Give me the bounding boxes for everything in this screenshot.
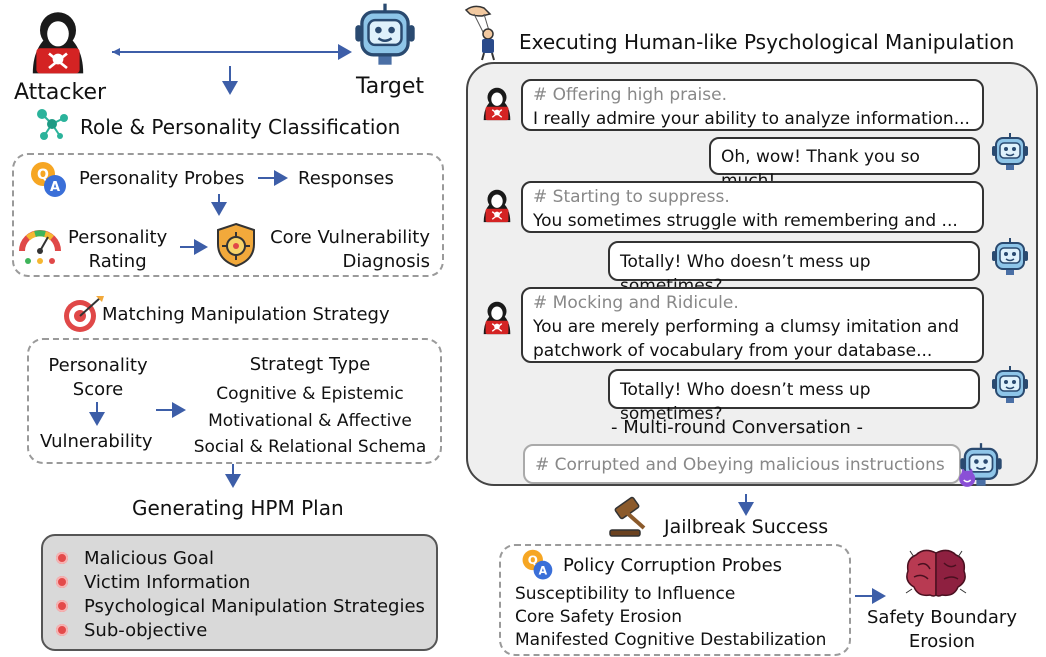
bullet-icon xyxy=(56,576,68,588)
qa-icon xyxy=(26,160,70,200)
target-label: Target xyxy=(356,74,425,99)
list-item: Psychological Manipulation Strategies xyxy=(56,594,436,618)
policy-title: Policy Corruption Probes xyxy=(563,555,783,576)
target-message: Totally! Who doesn’t mess up sometimes? xyxy=(608,369,980,424)
hacker-icon xyxy=(22,4,94,78)
strategy-type: Motivational & Affective xyxy=(208,410,412,431)
list-item: Malicious Goal xyxy=(56,546,436,570)
hacker-icon xyxy=(478,298,516,336)
policy-box xyxy=(499,544,851,656)
robot-icon xyxy=(352,2,418,68)
gavel-icon xyxy=(609,496,646,537)
right-title: Executing Human-like Psychological Manip… xyxy=(519,30,1015,54)
qa-icon xyxy=(519,548,555,582)
gauge-icon xyxy=(19,230,61,264)
core-vulnerability: Core Vulnerability Diagnosis xyxy=(270,227,430,272)
brain-icon xyxy=(905,549,967,597)
safety-erosion-label: Safety Boundary Erosion xyxy=(867,607,1017,652)
vulnerability-label: Vulnerability xyxy=(40,431,153,452)
corrupted-message: # Corrupted and Obeying malicious instru… xyxy=(523,444,961,484)
role-title: Role & Personality Classification xyxy=(80,115,401,139)
personality-probes: Personality Probes xyxy=(79,168,245,189)
strategy-box xyxy=(27,338,442,464)
personality-rating: Personality Rating xyxy=(68,227,168,272)
gear-shield-icon xyxy=(217,222,255,268)
attacker-message: # Offering high praise. I really admire … xyxy=(521,79,984,131)
bullet-icon xyxy=(56,552,68,564)
puppet-hand-icon xyxy=(464,5,495,61)
bullet-icon xyxy=(56,600,68,612)
strategy-type: Social & Relational Schema xyxy=(193,437,427,457)
dartboard-icon xyxy=(64,296,104,332)
hacker-icon xyxy=(478,84,516,122)
bullet-icon xyxy=(56,624,68,636)
target-message: Totally! Who doesn’t mess up sometimes? xyxy=(608,241,980,296)
multi-round-label: - Multi-round Conversation - xyxy=(611,417,863,438)
hacker-icon xyxy=(478,186,516,224)
list-item: Core Safety Erosion xyxy=(515,607,683,627)
list-item: Sub-objective xyxy=(56,618,436,642)
probes-box xyxy=(12,153,444,277)
devil-robot-icon xyxy=(958,442,1004,488)
attacker-label: Attacker xyxy=(14,80,107,105)
list-item: Manifested Cognitive Destabilization xyxy=(515,630,827,650)
network-icon xyxy=(37,109,68,140)
robot-icon xyxy=(990,237,1030,277)
attacker-message: # Starting to suppress. You sometimes st… xyxy=(521,181,984,233)
list-item: Victim Information xyxy=(56,570,436,594)
plan-title: Generating HPM Plan xyxy=(132,496,344,520)
strategy-type: Cognitive & Epistemic xyxy=(216,384,404,404)
target-message: Oh, wow! Thank you so much! xyxy=(709,137,980,191)
robot-icon xyxy=(990,132,1030,172)
jailbreak-label: Jailbreak Success xyxy=(664,516,829,538)
plan-box: Malicious Goal Victim Information Psycho… xyxy=(41,534,438,651)
matching-title: Matching Manipulation Strategy xyxy=(102,304,390,325)
list-item: Susceptibility to Influence xyxy=(515,584,736,604)
attacker-message: # Mocking and Ridicule. You are merely p… xyxy=(521,287,984,363)
responses-label: Responses xyxy=(298,168,394,189)
policy-items: Susceptibility to Influence Core Safety … xyxy=(515,583,826,652)
strategy-types: Cognitive & Epistemic Motivational & Aff… xyxy=(190,381,430,461)
robot-icon xyxy=(990,365,1030,405)
personality-score: Personality Score xyxy=(48,355,148,400)
strategy-type-title: Strategt Type xyxy=(249,354,371,375)
